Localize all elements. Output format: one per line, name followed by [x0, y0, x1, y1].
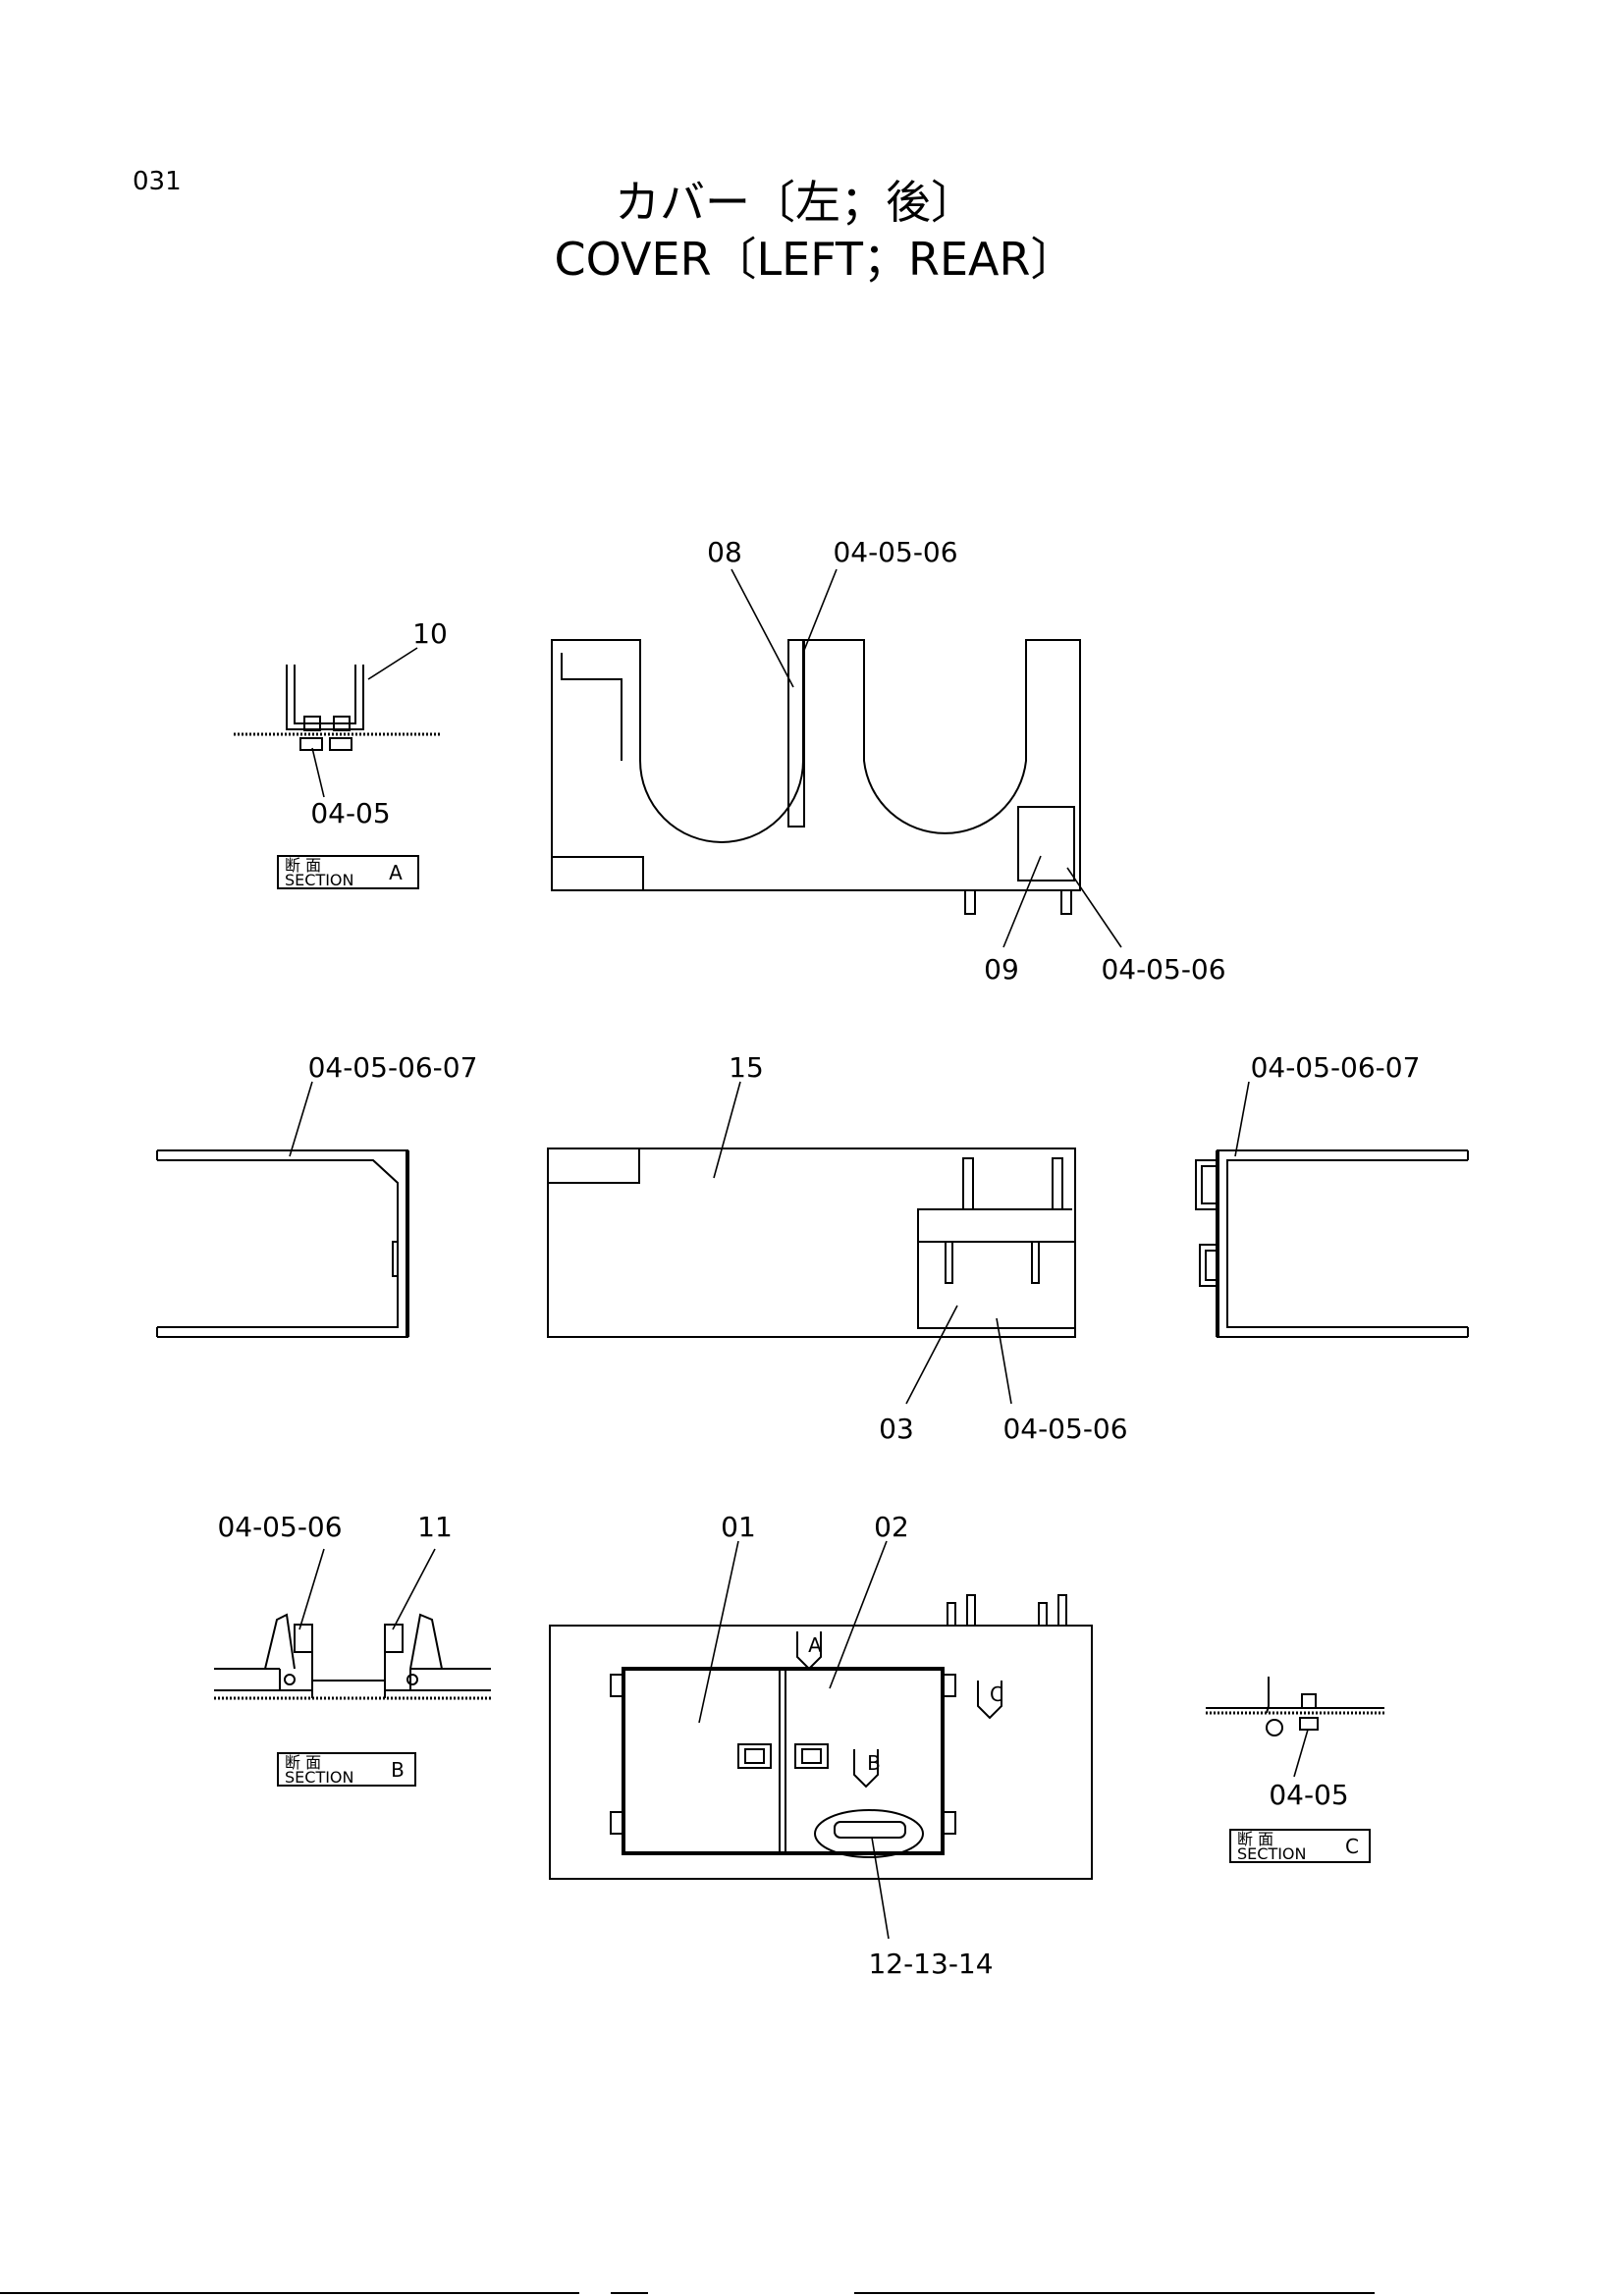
title-english: COVER〔LEFT；REAR〕: [555, 233, 1076, 286]
door-latch-right: [794, 1743, 829, 1769]
callout-02: 02: [874, 1511, 909, 1543]
leader-02: [829, 1540, 888, 1689]
callout-15: 15: [729, 1051, 764, 1084]
section-b-ja: 断 面: [285, 1753, 321, 1772]
callout-04-05-06-mid: 04-05-06: [1002, 1413, 1127, 1445]
section-c-letter: C: [1345, 1835, 1359, 1858]
section-a-tag: 断 面 SECTION A: [277, 855, 419, 889]
page-number: 031: [133, 167, 182, 196]
callout-12-13-14: 12-13-14: [868, 1948, 993, 1980]
view-marker-a-letter: A: [808, 1633, 822, 1657]
view-marker-b: B: [853, 1749, 881, 1789]
section-c-tag: 断 面 SECTION C: [1229, 1829, 1371, 1863]
callout-01: 01: [721, 1511, 756, 1543]
section-a-drawing: [234, 665, 442, 751]
callout-10: 10: [412, 617, 448, 650]
leader-12-13-14: [871, 1837, 890, 1940]
leader-04-05-06-07-left: [289, 1081, 313, 1157]
leader-04-05-sec-a: [311, 747, 325, 798]
callout-04-05-06-top-b: 04-05-06: [1101, 953, 1225, 986]
title-japanese: カバー〔左；後〕: [615, 176, 976, 229]
callout-04-05-sec-c: 04-05: [1269, 1779, 1348, 1811]
callout-04-05-06-07-left: 04-05-06-07: [308, 1051, 478, 1084]
section-a-ja: 断 面: [285, 856, 321, 875]
leader-04-05-06-sec-b: [298, 1548, 325, 1630]
section-a-en: SECTION: [285, 871, 354, 889]
top-view-cover: [551, 639, 1081, 915]
view-marker-c-letter: C: [990, 1682, 1003, 1706]
section-b-en: SECTION: [285, 1768, 354, 1787]
callout-04-05-06-top: 04-05-06: [833, 536, 957, 568]
section-a-letter: A: [389, 861, 403, 884]
section-c-en: SECTION: [1237, 1844, 1307, 1863]
left-side-channel: [156, 1149, 409, 1338]
bottom-cover-view: [549, 1594, 1093, 1880]
section-c-ja: 断 面: [1237, 1830, 1273, 1848]
leader-01: [698, 1540, 739, 1724]
callout-03: 03: [879, 1413, 914, 1445]
leader-10: [367, 647, 418, 680]
callout-08: 08: [707, 536, 742, 568]
leader-04-05-06-top: [802, 568, 838, 654]
leader-15: [713, 1081, 741, 1179]
view-marker-b-letter: B: [867, 1751, 881, 1775]
view-marker-a: A: [796, 1631, 822, 1671]
door-handle: [814, 1809, 924, 1858]
leader-08: [731, 568, 794, 688]
callout-04-05-sec-a: 04-05: [310, 797, 390, 829]
leader-03: [905, 1305, 958, 1405]
callout-04-05-06-sec-b: 04-05-06: [217, 1511, 342, 1543]
section-c-drawing: [1206, 1677, 1384, 1736]
leader-09: [1002, 855, 1042, 948]
leader-04-05-sec-c: [1293, 1729, 1309, 1778]
callout-11: 11: [417, 1511, 453, 1543]
view-marker-c: C: [977, 1681, 1003, 1720]
door-panels: [610, 1667, 956, 1855]
callout-09: 09: [984, 953, 1019, 986]
right-side-channel: [1195, 1149, 1469, 1338]
section-b-drawing: [214, 1613, 491, 1700]
door-latch-left: [737, 1743, 772, 1769]
leader-04-05-06-mid: [996, 1317, 1012, 1405]
callout-04-05-06-07-right: 04-05-06-07: [1251, 1051, 1421, 1084]
section-b-letter: B: [391, 1758, 405, 1782]
leader-04-05-06-top-b: [1066, 867, 1122, 948]
leader-11: [392, 1548, 436, 1630]
leader-04-05-06-07-right: [1234, 1081, 1250, 1157]
middle-cover-view: [547, 1148, 1076, 1338]
section-b-tag: 断 面 SECTION B: [277, 1752, 416, 1787]
